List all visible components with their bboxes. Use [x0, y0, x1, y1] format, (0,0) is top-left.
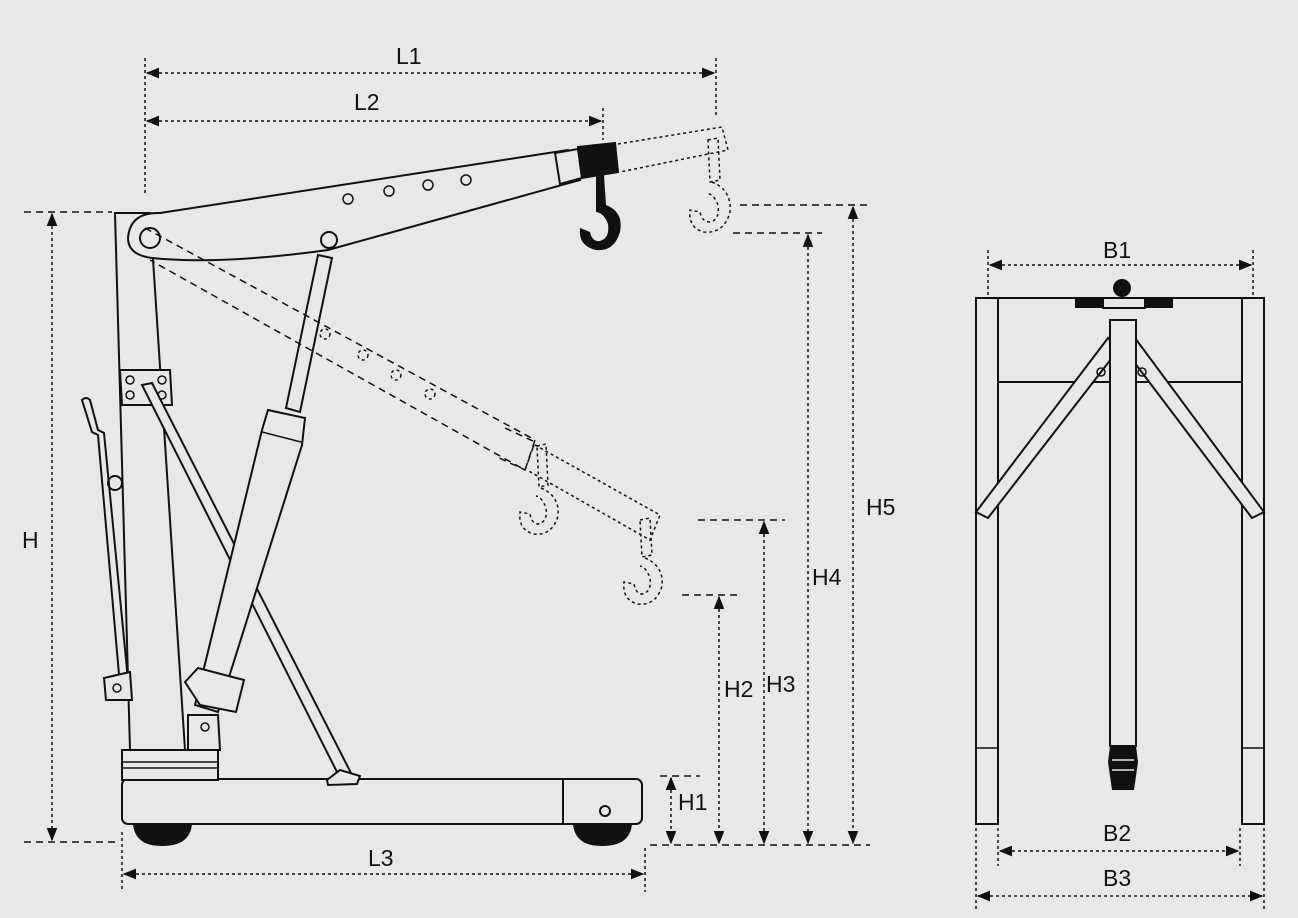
label-H3: H3 — [766, 671, 795, 697]
right-leg — [1241, 297, 1265, 825]
label-H4: H4 — [812, 564, 842, 590]
dimension-L1: L1 — [144, 43, 717, 195]
label-H: H — [22, 527, 39, 553]
boom-lowered-dashed — [144, 227, 663, 605]
dimension-H4: H4 — [733, 232, 842, 845]
front-wheel — [133, 824, 192, 846]
boom-extended-dotted — [617, 126, 731, 233]
base-chassis — [121, 749, 643, 825]
hydraulic-ram — [183, 253, 334, 714]
side-view: L1 L2 L3 H H1 — [22, 43, 895, 892]
pump-handle — [80, 397, 134, 701]
front-view: B1 B2 B3 — [974, 237, 1266, 912]
dimension-H2: H2 — [682, 594, 753, 845]
dimension-H3: H3 — [698, 519, 795, 845]
dimension-L2: L2 — [145, 89, 604, 140]
label-B1: B1 — [1103, 237, 1131, 263]
dimension-B1: B1 — [987, 237, 1254, 296]
label-L3: L3 — [368, 845, 394, 871]
dimension-B2: B2 — [997, 820, 1241, 866]
left-leg — [975, 297, 999, 825]
dimension-L3: L3 — [121, 832, 646, 892]
label-H5: H5 — [866, 494, 895, 520]
hook-icon — [579, 175, 621, 251]
label-L2: L2 — [354, 89, 380, 115]
label-H1: H1 — [678, 789, 707, 815]
rear-wheel — [573, 824, 632, 846]
dimension-B3: B3 — [975, 828, 1265, 912]
central-column — [1109, 319, 1137, 747]
dimension-H1: H1 — [660, 775, 707, 845]
label-H2: H2 — [724, 676, 753, 702]
label-L1: L1 — [396, 43, 422, 69]
boom-raised — [126, 141, 620, 262]
dimension-H5: H5 — [740, 204, 895, 845]
label-B3: B3 — [1103, 865, 1131, 891]
dimension-H: H — [22, 211, 120, 843]
label-B2: B2 — [1103, 820, 1131, 846]
